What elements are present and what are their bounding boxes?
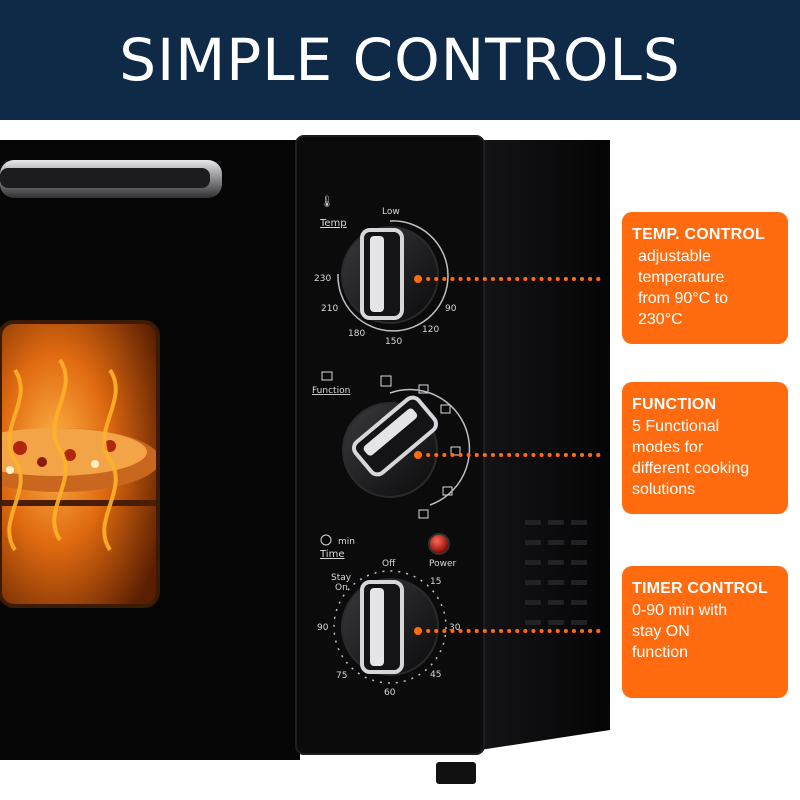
callout-title: TEMP. CONTROL (632, 226, 765, 243)
svg-text:90: 90 (317, 623, 329, 633)
svg-text:150: 150 (385, 337, 402, 347)
temp-dial-group: 🌡 Temp Low 90 120 150 180 210 230 (314, 195, 457, 347)
svg-text:🌡: 🌡 (320, 195, 334, 208)
mode-icon (380, 375, 392, 387)
mode-icon (440, 404, 451, 414)
svg-text:Low: Low (382, 207, 400, 217)
side-vents (525, 520, 587, 625)
callout-body: adjustable temperature from 90°C to 230°… (638, 248, 728, 328)
mode-icon (418, 384, 429, 394)
oven-side-panel (480, 140, 610, 750)
timer-dial-group: min Time Off 15 30 45 60 75 90 Stay On (317, 534, 461, 698)
svg-text:Stay: Stay (331, 573, 352, 583)
svg-text:210: 210 (321, 304, 338, 314)
oven-foot (436, 762, 476, 784)
callout-title: FUNCTION (632, 396, 717, 413)
svg-text:45: 45 (430, 670, 441, 680)
heat-waves (7, 358, 118, 552)
mode-icon (450, 446, 461, 456)
svg-text:Off: Off (382, 559, 396, 569)
timer-control-callout: TIMER CONTROL 0-90 min with stay ON func… (622, 566, 788, 698)
svg-text:230: 230 (314, 274, 331, 284)
svg-text:120: 120 (422, 325, 439, 335)
callout-leaders (418, 277, 608, 633)
timer-unit: min (338, 537, 355, 547)
oven-photo: 🌡 Temp Low 90 120 150 180 210 230 Functi… (0, 135, 610, 784)
svg-text:30: 30 (449, 623, 461, 633)
svg-text:15: 15 (430, 577, 441, 587)
svg-text:180: 180 (348, 329, 365, 339)
mode-icon (418, 509, 429, 519)
svg-text:90: 90 (445, 304, 457, 314)
clock-icon (320, 534, 332, 546)
callout-body: 0-90 min with stay ON function (632, 602, 728, 661)
timer-label: Time (319, 549, 344, 560)
function-label: Function (312, 386, 350, 396)
function-callout: FUNCTION 5 Functional modes for differen… (622, 382, 788, 514)
power-label: Power (429, 559, 457, 569)
title-banner: SIMPLE CONTROLS (0, 0, 800, 120)
power-indicator (428, 533, 450, 555)
callout-title: TIMER CONTROL (632, 580, 768, 597)
svg-text:75: 75 (336, 671, 347, 681)
svg-text:60: 60 (384, 688, 396, 698)
callout-body: 5 Functional modes for different cooking… (632, 418, 750, 498)
temp-label: Temp (319, 218, 347, 229)
banner-title: SIMPLE CONTROLS (119, 26, 681, 94)
temp-control-callout: TEMP. CONTROL adjustable temperature fro… (622, 212, 788, 344)
svg-text:On: On (335, 583, 348, 593)
